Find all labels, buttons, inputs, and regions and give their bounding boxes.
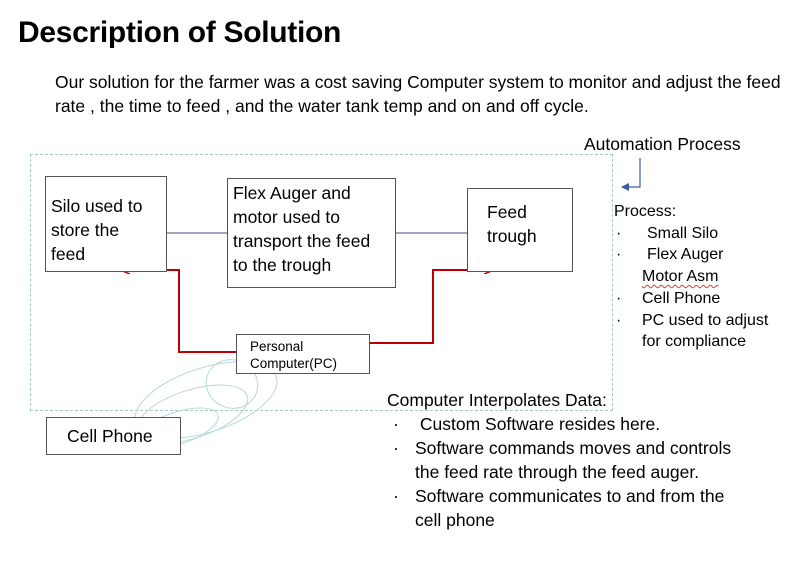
list-item-text: Software communicates to and from the bbox=[415, 486, 725, 506]
list-item-text: Cell Phone bbox=[642, 289, 721, 307]
list-item-text: for compliance bbox=[642, 333, 747, 351]
process-heading: Process: bbox=[614, 203, 677, 220]
list-item: · Custom Software resides here. bbox=[387, 412, 731, 436]
bullet: · bbox=[393, 486, 399, 506]
system-boundary bbox=[30, 154, 613, 411]
list-item: · PC used to adjust bbox=[614, 310, 768, 332]
bullet: · bbox=[393, 414, 399, 434]
silo-label-line: store the bbox=[51, 220, 120, 240]
list-item-text: PC used to adjust bbox=[642, 311, 769, 329]
list-item: for compliance bbox=[614, 331, 768, 353]
interpolation-title: Computer Interpolates Data: bbox=[387, 390, 607, 410]
pc-to-silo-arrow bbox=[121, 270, 236, 353]
list-item: · Software communicates to and from the … bbox=[387, 484, 731, 532]
bullet: · bbox=[616, 246, 622, 264]
list-item-text: Custom Software resides here. bbox=[415, 414, 661, 434]
automation-elbow-arrow bbox=[621, 158, 641, 191]
slide-title: Description of Solution bbox=[18, 16, 342, 49]
list-item: Motor Asm bbox=[614, 266, 768, 288]
list-item-text: Motor Asm bbox=[642, 268, 719, 286]
list-item-text: cell phone bbox=[415, 510, 495, 530]
pc-label-line: Personal bbox=[250, 339, 304, 354]
trough-label-line: trough bbox=[487, 226, 537, 246]
intro-paragraph: Our solution for the farmer was a cost s… bbox=[55, 72, 781, 116]
cell-phone-box: Cell Phone bbox=[46, 417, 181, 455]
auger-label-line: Flex Auger and bbox=[233, 183, 351, 203]
flex-auger-box: Flex Auger and motor used to transport t… bbox=[227, 178, 396, 288]
bullet: · bbox=[616, 224, 622, 242]
list-item-text: the feed rate through the feed auger. bbox=[415, 462, 700, 482]
list-item: · Software commands moves and controls t… bbox=[387, 436, 731, 484]
list-item-text: Software commands moves and controls bbox=[415, 438, 732, 458]
auger-label-line: to the trough bbox=[233, 255, 332, 275]
pc-label-line: Computer(PC) bbox=[250, 356, 338, 371]
list-item-text: Flex Auger bbox=[647, 246, 724, 264]
automation-process-title: Automation Process bbox=[584, 134, 741, 154]
auger-label-line: motor used to bbox=[233, 207, 340, 227]
interpolation-section: Computer Interpolates Data: · Custom Sof… bbox=[387, 388, 731, 532]
pc-to-trough-arrow bbox=[370, 270, 493, 344]
list-item: · Small Silo bbox=[614, 223, 768, 245]
trough-label-line: Feed bbox=[487, 202, 527, 222]
feed-trough-box: Feed trough bbox=[467, 188, 573, 272]
cell-phone-label: Cell Phone bbox=[67, 426, 153, 446]
auger-label-line: transport the feed bbox=[233, 231, 371, 251]
list-item: · Flex Auger bbox=[614, 244, 768, 266]
silo-box: Silo used to store the feed bbox=[45, 176, 167, 272]
process-list: Process: · Small Silo · Flex Auger Motor A… bbox=[614, 201, 768, 353]
silo-label-line: Silo used to bbox=[51, 196, 143, 216]
bullet: · bbox=[616, 289, 622, 307]
personal-computer-box: Personal Computer(PC) bbox=[236, 334, 370, 374]
list-item: · Cell Phone bbox=[614, 288, 768, 310]
list-item-text: Small Silo bbox=[647, 224, 719, 242]
bullet: · bbox=[393, 438, 399, 458]
bullet: · bbox=[616, 311, 622, 329]
silo-label-line: feed bbox=[51, 244, 86, 264]
